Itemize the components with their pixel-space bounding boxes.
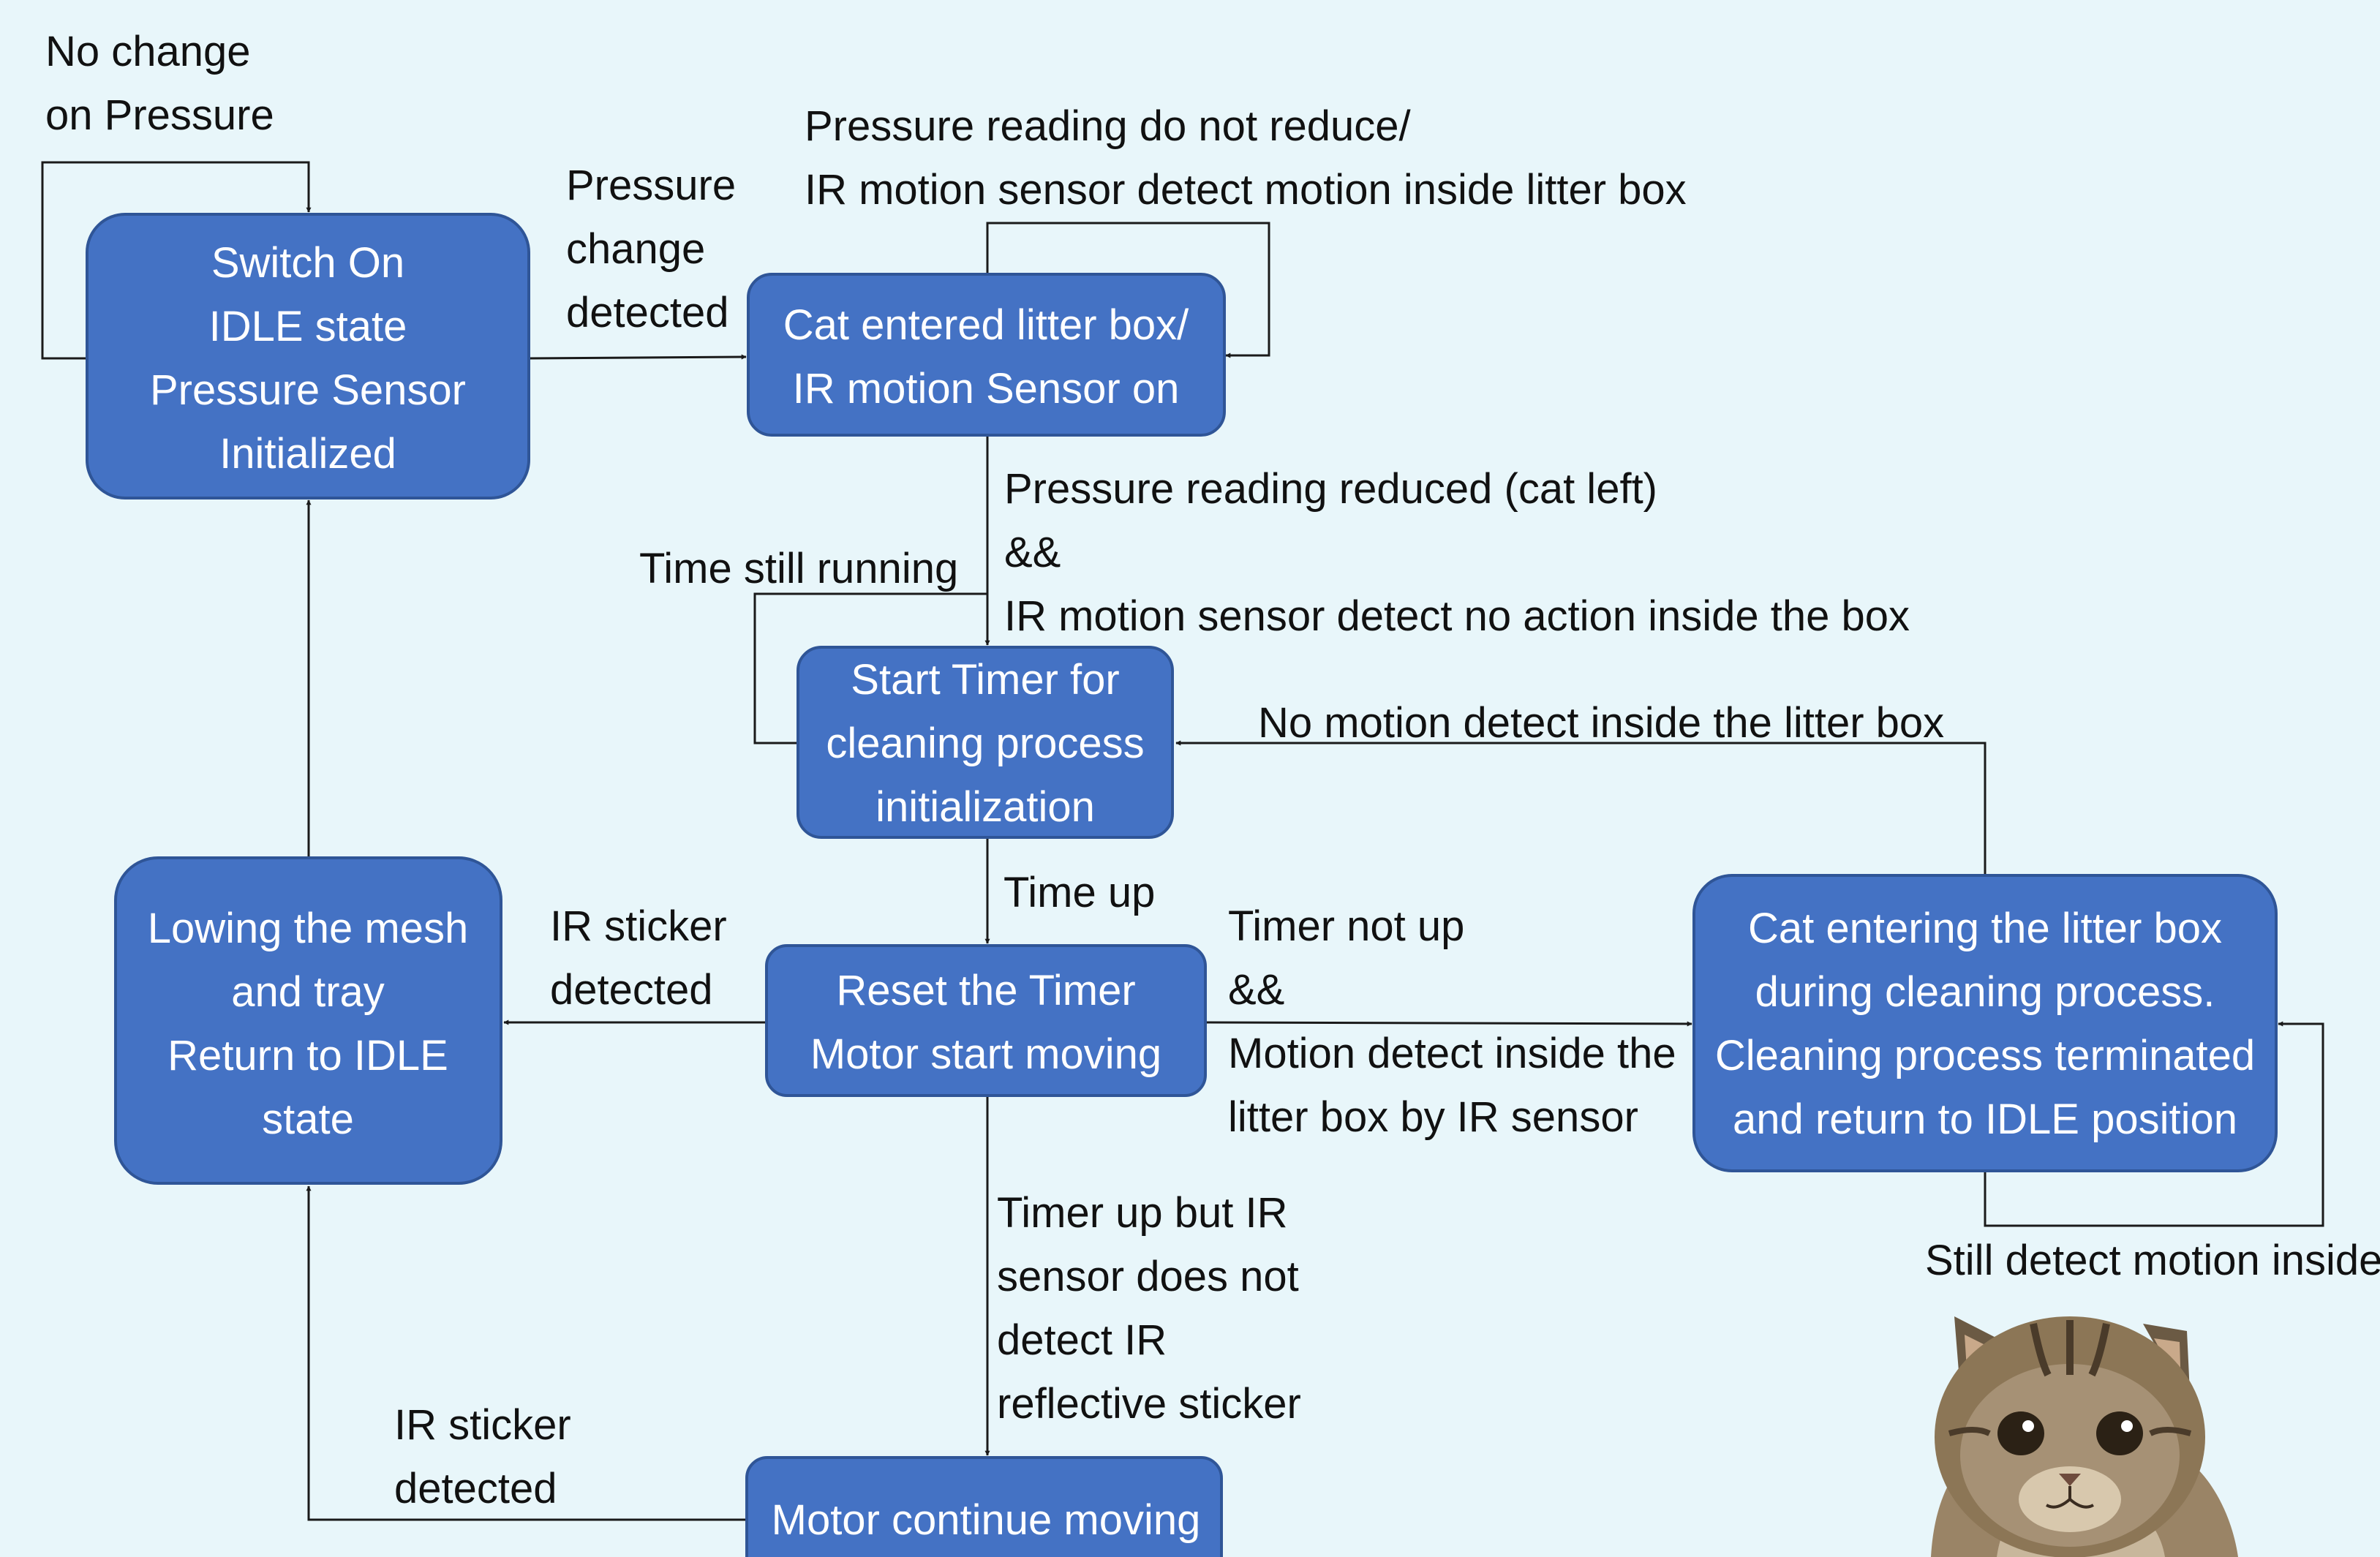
edge-label-pressure-change: Pressure change detected: [566, 162, 736, 336]
node-text: during cleaning process.: [1755, 968, 2215, 1016]
edge-reset-to-cleaning: [1206, 1021, 1692, 1027]
edge-label-still-detect-motion: Still detect motion inside: [1925, 1237, 2380, 1284]
node-text: cleaning process: [826, 720, 1144, 767]
edge-label-line: Still detect motion inside: [1925, 1237, 2380, 1284]
edge-label-line: reflective sticker: [997, 1380, 1301, 1428]
edge-label-line: No change: [45, 28, 251, 75]
node-text: IDLE state: [209, 303, 407, 350]
edge-cleaning-to-start-timer: [1175, 740, 1987, 875]
edge-label-line: IR sticker: [550, 902, 727, 950]
node-reset-timer: Reset the Timer Motor start moving: [765, 944, 1207, 1097]
node-text: and tray: [231, 968, 385, 1016]
edge-label-line: Pressure: [566, 162, 736, 209]
edge-label-line: detect IR: [997, 1316, 1167, 1364]
node-text: Initialized: [219, 430, 396, 478]
cat-photo: [1931, 1316, 2238, 1557]
edge-motor-continue-to-lowering: [306, 1185, 747, 1521]
edge-label-no-change-pressure: No change on Pressure: [45, 28, 274, 139]
edge-label-line: litter box by IR sensor: [1228, 1093, 1638, 1141]
node-idle: Switch On IDLE state Pressure Sensor Ini…: [86, 213, 530, 499]
node-text: Return to IDLE: [167, 1032, 448, 1079]
edge-label-line: on Pressure: [45, 91, 274, 139]
edge-label-line: No motion detect inside the litter box: [1258, 699, 1944, 747]
edge-label-ir-sticker-detected-2: IR sticker detected: [394, 1401, 571, 1512]
node-text: state: [262, 1096, 354, 1143]
node-text: Motor start moving: [810, 1030, 1161, 1078]
edge-label-line: change: [566, 225, 705, 273]
edge-label-timer-not-up: Timer not up && Motion detect inside the…: [1228, 902, 1676, 1141]
edge-label-pressure-not-reduce: Pressure reading do not reduce/ IR motio…: [805, 102, 1687, 214]
edge-label-line: Timer up but IR: [997, 1189, 1288, 1237]
edges: [41, 161, 2324, 1521]
edge-label-line: &&: [1228, 966, 1284, 1014]
edge-label-line: Time still running: [639, 545, 958, 592]
node-text: initialization: [875, 783, 1095, 831]
node-text: and return to IDLE position: [1733, 1096, 2237, 1143]
node-start-timer: Start Timer for cleaning process initial…: [797, 646, 1174, 839]
node-text: IR motion Sensor on: [793, 365, 1180, 412]
node-text: Start Timer for: [851, 656, 1119, 704]
node-text: Cleaning process terminated: [1715, 1032, 2255, 1079]
edge-label-line: IR motion sensor detect no action inside…: [1004, 592, 1910, 640]
node-cat-entering-cleaning: Cat entering the litter box during clean…: [1692, 874, 2278, 1172]
node-text: Cat entered litter box/: [783, 301, 1189, 349]
edge-label-line: detected: [566, 289, 729, 336]
edge-label-line: Pressure reading do not reduce/: [805, 102, 1412, 150]
edge-label-timer-up-ir: Timer up but IR sensor does not detect I…: [997, 1189, 1301, 1428]
edge-idle-self-loop: [41, 161, 312, 360]
node-text: Reset the Timer: [836, 967, 1135, 1014]
edge-label-no-motion-detect: No motion detect inside the litter box: [1258, 699, 1944, 747]
node-text: Switch On: [211, 239, 404, 287]
edge-label-line: detected: [550, 966, 713, 1014]
edge-cat-entered-self-loop: [986, 222, 1270, 358]
edge-label-line: Time up: [1003, 869, 1155, 916]
node-text: Cat entering the litter box: [1748, 905, 2222, 952]
edge-label-time-still-running: Time still running: [639, 545, 958, 592]
edge-label-line: Motion detect inside the: [1228, 1030, 1676, 1077]
edge-label-line: Pressure reading reduced (cat left): [1004, 465, 1657, 513]
node-motor-continue: Motor continue moving: [745, 1456, 1223, 1557]
edge-label-pressure-reduced: Pressure reading reduced (cat left) && I…: [1004, 465, 1910, 640]
node-text: Lowing the mesh: [148, 905, 468, 952]
edge-label-ir-sticker-detected-1: IR sticker detected: [550, 902, 727, 1014]
node-lowering: Lowing the mesh and tray Return to IDLE …: [114, 856, 502, 1185]
edge-idle-to-cat-entered: [528, 354, 747, 360]
edge-label-time-up: Time up: [1003, 869, 1155, 916]
edge-label-line: Timer not up: [1228, 902, 1464, 950]
node-text: Motor continue moving: [772, 1496, 1201, 1544]
edge-label-line: &&: [1004, 529, 1061, 576]
node-text: Pressure Sensor: [150, 366, 466, 414]
edge-label-line: detected: [394, 1465, 557, 1512]
edge-label-line: sensor does not: [997, 1253, 1299, 1300]
edge-cleaning-self-loop: [1984, 1021, 2324, 1227]
edge-label-line: IR sticker: [394, 1401, 571, 1449]
edge-label-line: IR motion sensor detect motion inside li…: [805, 166, 1687, 214]
edge-start-timer-self-loop: [753, 592, 987, 744]
node-cat-entered: Cat entered litter box/ IR motion Sensor…: [747, 273, 1226, 437]
